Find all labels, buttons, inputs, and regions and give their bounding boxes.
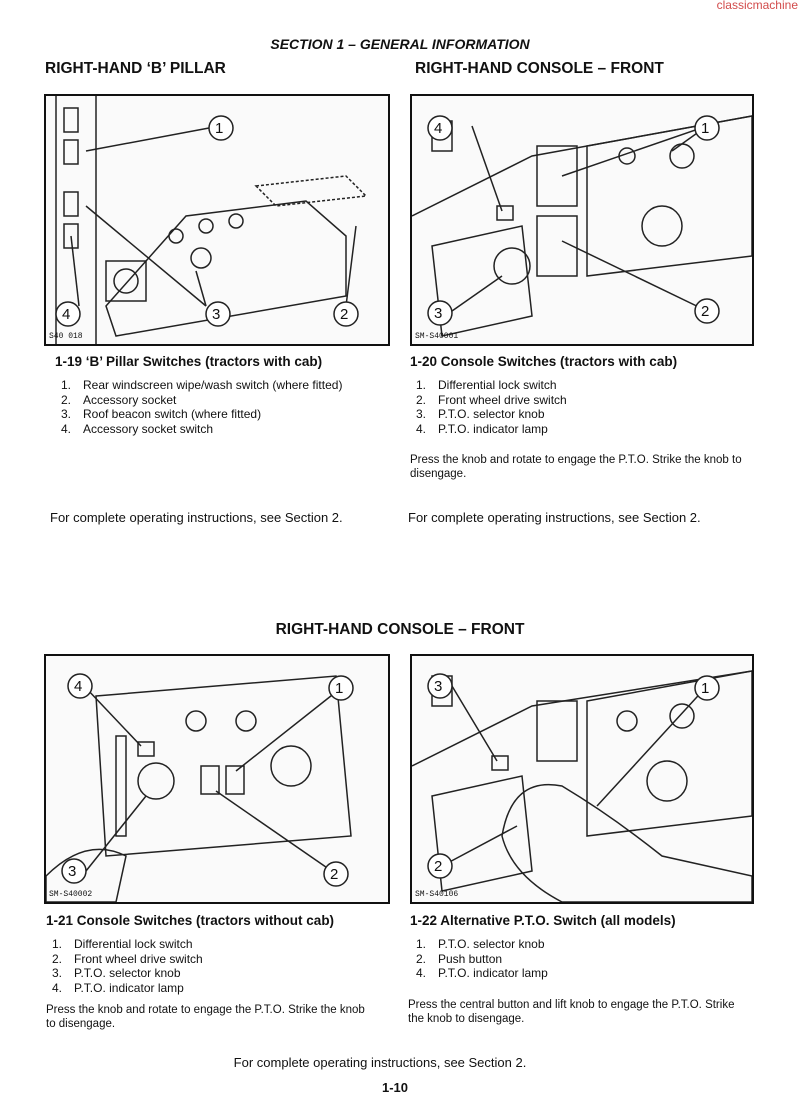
caption-1-22: 1-22 Alternative P.T.O. Switch (all mode…	[410, 913, 676, 928]
figure-code: SM-S40002	[49, 890, 93, 899]
left-heading: RIGHT-HAND ‘B’ PILLAR	[45, 60, 226, 77]
list-item: 3.Roof beacon switch (where fitted)	[61, 407, 262, 421]
list-item: 4.P.T.O. indicator lamp	[416, 966, 548, 980]
para-1-21: Press the knob and rotate to engage the …	[46, 1004, 365, 1030]
figure-1-20: 1 2 3 4 SM-S40001	[410, 94, 754, 346]
figure-1-19: 1 2 3 4 S40 018	[44, 94, 390, 346]
bottom-heading: RIGHT-HAND CONSOLE – FRONT	[275, 621, 525, 638]
para-1-20: Press the knob and rotate to engage the …	[410, 454, 742, 480]
callout-4: 4	[434, 120, 443, 137]
caption-1-19: 1-19 ‘B’ Pillar Switches (tractors with …	[55, 354, 323, 369]
figure-code: SM-S40106	[415, 890, 459, 899]
callout-3: 3	[68, 863, 77, 880]
callout-2: 2	[701, 303, 710, 320]
callout-1: 1	[701, 120, 710, 137]
callout-2: 2	[340, 306, 349, 323]
figure-code: SM-S40001	[415, 332, 459, 341]
list-item: 1.P.T.O. selector knob	[416, 937, 545, 951]
callout-4: 4	[74, 678, 83, 695]
callout-1: 1	[215, 120, 224, 137]
caption-1-20: 1-20 Console Switches (tractors with cab…	[410, 354, 678, 369]
right-heading: RIGHT-HAND CONSOLE – FRONT	[415, 60, 664, 77]
section-title: SECTION 1 – GENERAL INFORMATION	[270, 36, 530, 52]
list-item: 4.Accessory socket switch	[61, 421, 214, 436]
list-item: 2.Front wheel drive switch	[52, 951, 203, 966]
callout-4: 4	[62, 306, 71, 323]
list-item: 1.Differential lock switch	[416, 378, 557, 392]
callout-2: 2	[330, 866, 339, 883]
list-1-20: 1.Differential lock switch 2.Front wheel…	[410, 378, 567, 436]
note-left: For complete operating instructions, see…	[50, 510, 343, 525]
list-item: 1.Differential lock switch	[52, 937, 193, 951]
note-bottom: For complete operating instructions, see…	[233, 1055, 527, 1070]
figure-code: S40 018	[49, 332, 83, 341]
callout-1: 1	[335, 680, 344, 697]
list-item: 2.Push button	[416, 951, 503, 966]
list-1-19: 1.Rear windscreen wipe/wash switch (wher…	[55, 378, 342, 436]
callout-3: 3	[434, 305, 443, 322]
note-right: For complete operating instructions, see…	[408, 510, 701, 525]
list-item: 2.Front wheel drive switch	[416, 392, 567, 407]
list-item: 2.Accessory socket	[61, 392, 177, 407]
list-item: 4.P.T.O. indicator lamp	[52, 980, 184, 995]
page-number: 1-10	[381, 1080, 409, 1095]
list-1-21: 1.Differential lock switch 2.Front wheel…	[46, 937, 203, 995]
callout-1: 1	[701, 680, 710, 697]
para-1-22: Press the central button and lift knob t…	[408, 999, 735, 1025]
list-1-22: 1.P.T.O. selector knob 2.Push button 4.P…	[410, 937, 548, 981]
figure-1-22: 1 2 3 SM-S40106	[410, 654, 754, 904]
callout-2: 2	[434, 858, 443, 875]
list-item: 4.P.T.O. indicator lamp	[416, 421, 548, 436]
callout-3: 3	[434, 678, 443, 695]
list-item: 1.Rear windscreen wipe/wash switch (wher…	[61, 378, 343, 392]
watermark: classicmachine	[716, 0, 798, 12]
callout-3: 3	[212, 306, 221, 323]
list-item: 3.P.T.O. selector knob	[52, 966, 181, 980]
list-item: 3.P.T.O. selector knob	[416, 407, 545, 421]
caption-1-21: 1-21 Console Switches (tractors without …	[46, 913, 335, 928]
figure-1-21: 1 2 3 4 SM-S40002	[44, 654, 390, 904]
